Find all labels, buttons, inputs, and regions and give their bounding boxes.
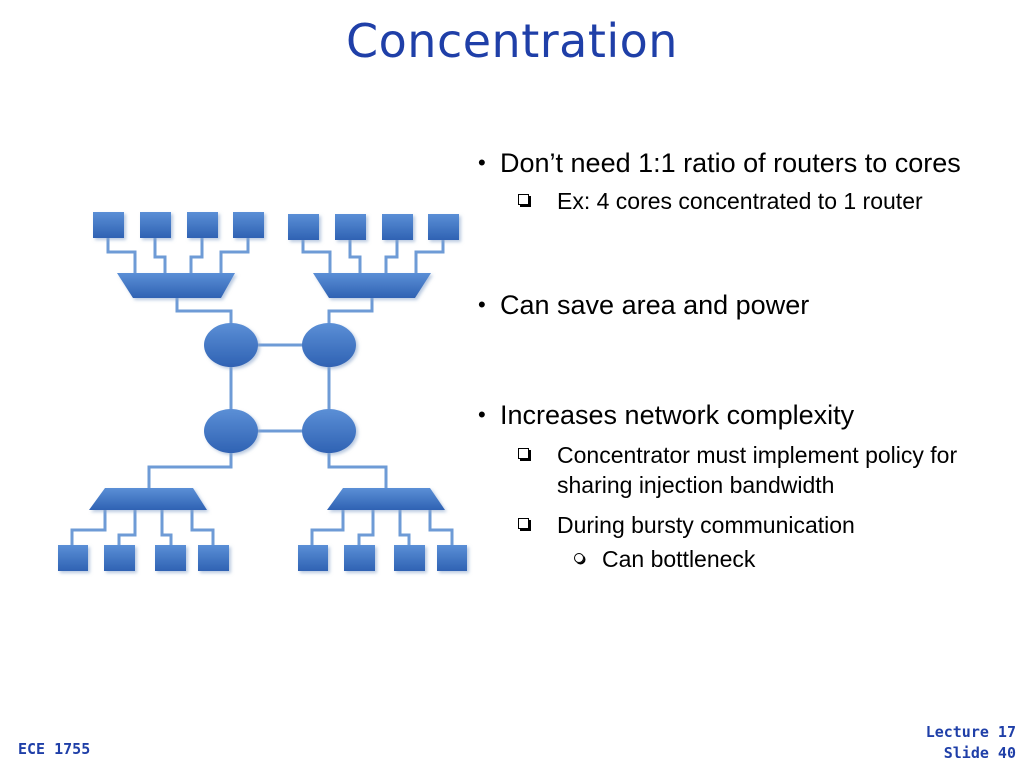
- sub-bullet-text: Concentrator must implement policy for s…: [557, 442, 958, 498]
- square-bullet-icon: [518, 194, 529, 205]
- bullet-item: • Increases network complexity: [478, 398, 1008, 432]
- bullet-item: • Don’t need 1:1 ratio of routers to cor…: [478, 146, 1008, 180]
- sub-bullet-text: During bursty communication: [557, 512, 855, 538]
- bullet-dot-icon: •: [478, 402, 486, 427]
- sub-sub-bullet-text: Can bottleneck: [602, 546, 756, 572]
- sub-bullet-item: Concentrator must implement policy for s…: [478, 440, 1008, 500]
- square-bullet-icon: [518, 448, 529, 459]
- concentrators: [89, 273, 445, 510]
- slide-title: Concentration: [346, 14, 678, 68]
- bullet-dot-icon: •: [478, 150, 486, 175]
- slide-number: Lecture 17 Slide 40: [896, 722, 1016, 764]
- sub-sub-bullet-item: Can bottleneck: [478, 544, 1008, 574]
- bullet-text: Don’t need 1:1 ratio of routers to cores: [500, 148, 961, 178]
- bullet-list: • Don’t need 1:1 ratio of routers to cor…: [478, 146, 1008, 574]
- routers: [204, 323, 356, 453]
- bullet-text: Can save area and power: [500, 290, 810, 320]
- bullet-item: • Can save area and power: [478, 288, 1008, 322]
- sub-bullet-item: During bursty communication: [478, 510, 1008, 540]
- bullet-text: Increases network complexity: [500, 400, 855, 430]
- lecture-label: Lecture 17: [925, 723, 1016, 741]
- bullet-dot-icon: •: [478, 292, 486, 317]
- circle-bullet-icon: [574, 553, 584, 563]
- square-bullet-icon: [518, 518, 529, 529]
- slide-label: Slide 40: [943, 744, 1016, 762]
- sub-bullet-text: Ex: 4 cores concentrated to 1 router: [557, 188, 923, 214]
- core-nodes: [58, 212, 467, 571]
- course-label: ECE 1755: [18, 740, 91, 758]
- sub-bullet-item: Ex: 4 cores concentrated to 1 router: [478, 186, 1008, 216]
- concentration-diagram: [58, 212, 467, 571]
